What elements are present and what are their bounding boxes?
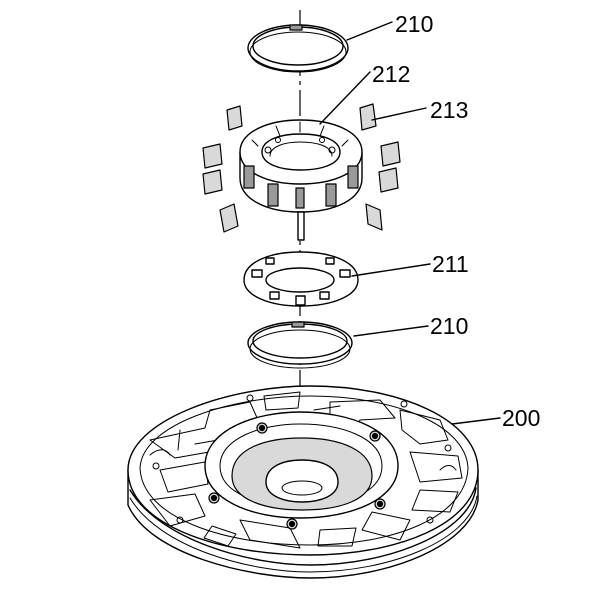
thrust-washer <box>243 251 359 307</box>
vane-blocks <box>202 103 401 233</box>
callout-212: 212 <box>372 61 410 87</box>
stator-housing <box>239 119 363 241</box>
callout-210-top: 210 <box>395 11 433 37</box>
pump-body <box>127 385 479 579</box>
leader-lines <box>319 21 501 425</box>
callout-210-bottom: 210 <box>430 313 468 339</box>
callout-200: 200 <box>502 405 540 431</box>
seal-ring-bottom <box>247 321 353 369</box>
callout-211: 211 <box>432 251 469 277</box>
seal-ring-top <box>247 24 349 73</box>
callout-213: 213 <box>430 97 468 123</box>
